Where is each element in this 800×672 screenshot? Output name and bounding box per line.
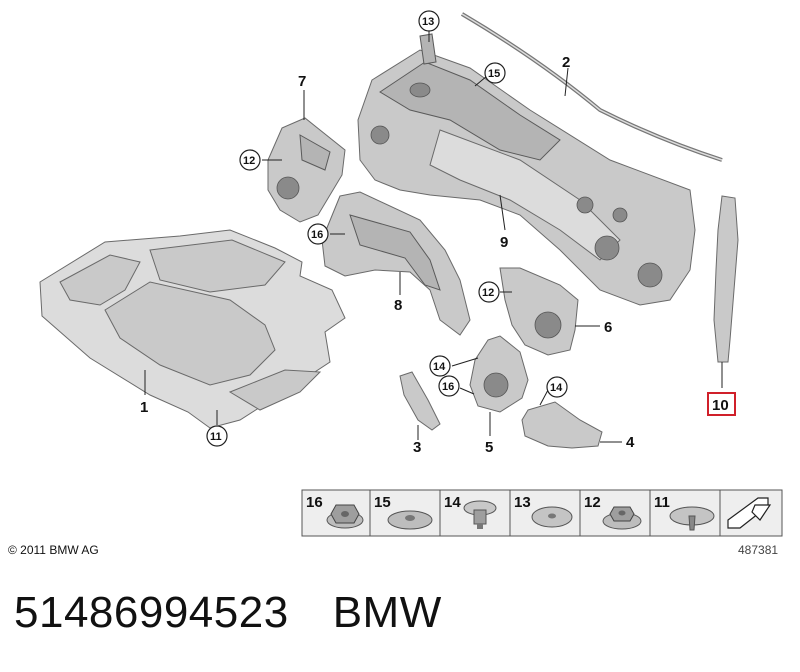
callout-12-circle-a: 12: [239, 149, 261, 171]
fastener-15-washer-clip-icon: [387, 510, 433, 530]
callout-14-circle-a: 14: [429, 355, 451, 377]
callout-10-highlight-box: [707, 392, 736, 416]
part-9-bulkhead: [357, 33, 696, 306]
fastener-14-push-rivet-icon: [463, 500, 497, 529]
callout-2: 2: [562, 54, 570, 71]
exploded-parts-diagram: 2 7 9 8 6 1 3 5 4 10 13 15 12 16 12 14 1…: [39, 10, 783, 537]
svg-text:13: 13: [422, 16, 434, 28]
brand-name: BMW: [332, 588, 442, 637]
callout-9: 9: [500, 234, 508, 251]
fastener-legend: 16 15 14 13 12 11: [301, 489, 783, 537]
image-reference-number: 487381: [738, 543, 779, 557]
legend-label-11: 11: [654, 494, 670, 511]
callout-7: 7: [298, 73, 306, 90]
fastener-16-hex-nut-icon: [326, 504, 364, 529]
callout-11-circle: 11: [206, 425, 228, 447]
svg-text:16: 16: [442, 381, 454, 393]
callout-12-circle-b: 12: [478, 281, 500, 303]
part-6-insulation: [499, 267, 579, 356]
direction-arrow-icon: [727, 497, 772, 529]
svg-text:14: 14: [550, 382, 563, 394]
fastener-12-flange-nut-icon: [602, 506, 642, 530]
svg-text:16: 16: [311, 229, 323, 241]
legend-label-14: 14: [444, 494, 461, 511]
part-10-side-panel: [713, 195, 739, 363]
svg-text:14: 14: [433, 361, 446, 373]
callout-16-circle-b: 16: [438, 375, 460, 397]
part-4-insulation: [521, 401, 603, 449]
legend-label-16: 16: [306, 494, 323, 511]
callout-4: 4: [626, 434, 635, 451]
legend-label-13: 13: [514, 494, 531, 511]
callout-10: 10: [712, 397, 729, 414]
legend-label-15: 15: [374, 494, 391, 511]
part-3-strip: [399, 371, 441, 431]
callout-13-circle: 13: [418, 10, 440, 32]
part-5-insulation: [469, 335, 529, 413]
callout-6: 6: [604, 319, 612, 336]
svg-text:11: 11: [210, 431, 222, 443]
svg-text:15: 15: [488, 68, 500, 80]
part-7-insulation: [267, 117, 346, 223]
copyright-text: © 2011 BMW AG: [8, 543, 99, 557]
fastener-13-round-washer-icon: [531, 506, 573, 528]
leader-lines: [144, 30, 723, 443]
callout-1: 1: [140, 399, 148, 416]
legend-label-12: 12: [584, 494, 601, 511]
fastener-11-plastic-clip-icon: [669, 506, 715, 531]
part-1-floor-insulation: [39, 229, 346, 429]
part-number: 51486994523: [14, 588, 289, 637]
part-8-insulation: [321, 191, 471, 336]
callout-14-circle-b: 14: [546, 376, 568, 398]
callout-3: 3: [413, 439, 421, 456]
callout-8: 8: [394, 297, 402, 314]
callout-5: 5: [485, 439, 493, 456]
caption: 51486994523 BMW: [14, 588, 442, 638]
callout-16-circle-a: 16: [307, 223, 329, 245]
svg-text:12: 12: [243, 155, 255, 167]
callout-15-circle: 15: [484, 62, 506, 84]
svg-text:12: 12: [482, 287, 494, 299]
